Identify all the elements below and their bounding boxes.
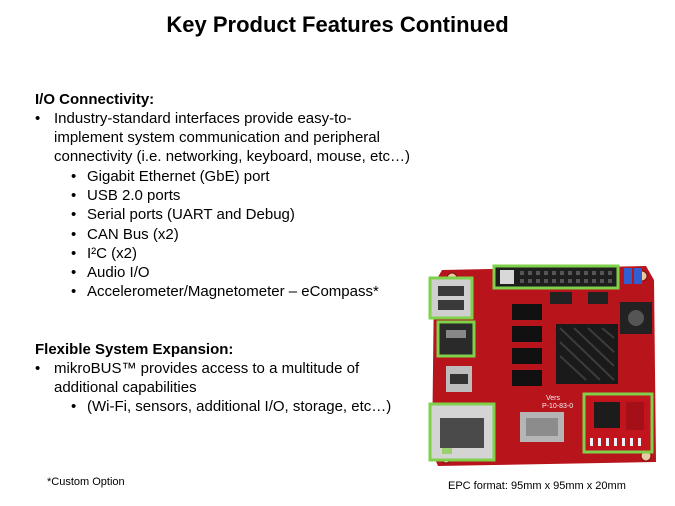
expansion-bullet: mikroBUS™ provides access to a multitude… (35, 359, 435, 397)
dip-switch (624, 268, 632, 284)
io-sub-item: Accelerometer/Magnetometer – eCompass* (35, 282, 435, 301)
io-connectivity-section: I/O Connectivity: Industry-standard inte… (35, 90, 435, 302)
io-bullet: Industry-standard interfaces provide eas… (35, 109, 435, 166)
io-connectivity-heading: I/O Connectivity: (35, 91, 155, 108)
dip-switch (634, 268, 642, 284)
system-expansion-section: Flexible System Expansion: mikroBUS™ pro… (35, 340, 435, 416)
memory-chip (512, 326, 542, 342)
expansion-bullet-line: additional capabilities (54, 379, 197, 396)
small-chip (588, 292, 608, 304)
io-sub-item: USB 2.0 ports (35, 186, 435, 205)
board-photo: Vers P-10-83-0 (428, 262, 657, 468)
silkscreen-text: P-10-83-0 (542, 403, 573, 410)
serial-port (436, 320, 476, 358)
heatsink-fins (559, 327, 615, 381)
page-title: Key Product Features Continued (166, 12, 509, 37)
expansion-bullet-line: mikroBUS™ provides access to a multitude… (54, 360, 360, 377)
io-bullet-line: connectivity (i.e. networking, keyboard,… (54, 148, 410, 165)
board-illustration: Vers P-10-83-0 (428, 264, 656, 466)
io-sub-item: CAN Bus (x2) (35, 225, 435, 244)
io-sub-item: Audio I/O (35, 263, 435, 282)
ethernet-jack (440, 418, 484, 448)
module-pins (590, 438, 641, 446)
usb-slot (438, 300, 464, 310)
switch (500, 270, 514, 284)
header-pins (520, 271, 612, 283)
io-sub-item: I²C (x2) (35, 244, 435, 263)
system-expansion-heading: Flexible System Expansion: (35, 341, 234, 358)
usb-slot (438, 286, 464, 296)
module-chip (594, 402, 620, 428)
io-sub-item: Gigabit Ethernet (GbE) port (35, 167, 435, 186)
memory-chip (512, 348, 542, 364)
io-sub-list: Gigabit Ethernet (GbE) port USB 2.0 port… (35, 167, 435, 302)
small-chip (550, 292, 572, 304)
io-bullet-line: Industry-standard interfaces provide eas… (54, 110, 352, 127)
expansion-sub-item: (Wi-Fi, sensors, additional I/O, storage… (35, 397, 435, 416)
memory-chip (512, 304, 542, 320)
footnote: *Custom Option (47, 476, 125, 488)
silkscreen-text: Vers (546, 395, 561, 402)
usb-port (428, 276, 474, 320)
io-sub-item: Serial ports (UART and Debug) (35, 205, 435, 224)
memory-chip (512, 370, 542, 386)
serial-slot (446, 330, 466, 338)
board-caption: EPC format: 95mm x 95mm x 20mm (448, 480, 626, 492)
io-bullet-line: implement system communication and perip… (54, 129, 380, 146)
